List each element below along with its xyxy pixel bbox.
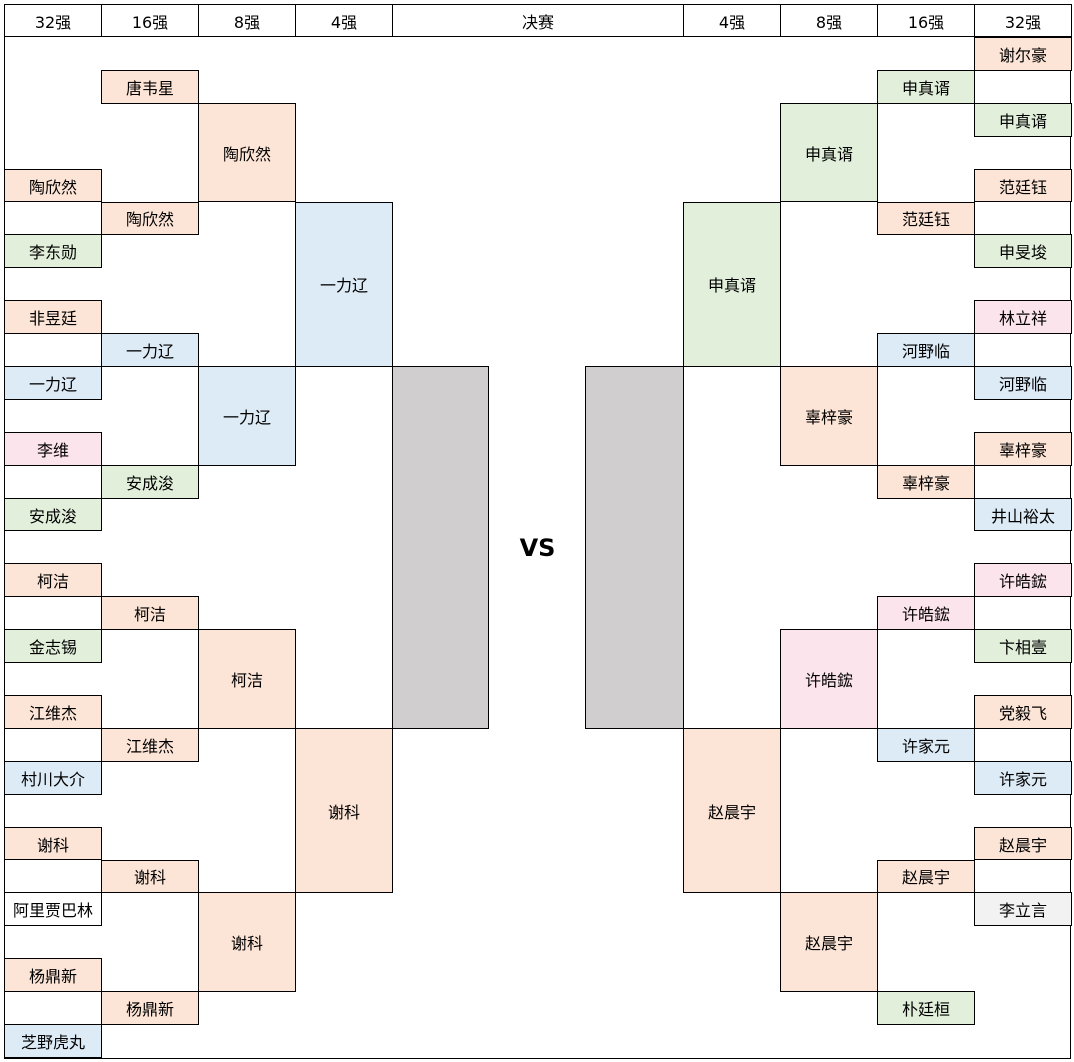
vs-label: VS bbox=[519, 533, 556, 562]
right-r32-player: 林立祥 bbox=[974, 300, 1072, 335]
left-r16-player: 柯洁 bbox=[101, 596, 199, 631]
right-r8-player: 申真谞 bbox=[780, 102, 878, 203]
round-header-6: 4强 bbox=[683, 4, 781, 37]
left-r32-player: 一力辽 bbox=[4, 366, 102, 400]
right-r16-player: 赵晨宇 bbox=[877, 859, 975, 894]
left-r4-player: 一力辽 bbox=[295, 201, 393, 367]
round-header-9: 32强 bbox=[974, 4, 1072, 37]
right-r4-player: 申真谞 bbox=[683, 201, 781, 367]
right-r16-player: 朴廷桓 bbox=[877, 991, 975, 1025]
right-r4-player: 赵晨宇 bbox=[683, 727, 781, 894]
left-r32-player: 杨鼎新 bbox=[4, 958, 102, 993]
left-r8-player: 柯洁 bbox=[198, 629, 296, 729]
final-right-slot bbox=[585, 366, 684, 729]
left-r16-player: 陶欣然 bbox=[101, 201, 199, 236]
left-r16-player: 安成浚 bbox=[101, 464, 199, 499]
left-r16-player: 谢科 bbox=[101, 859, 199, 894]
left-r16-player: 杨鼎新 bbox=[101, 991, 199, 1025]
right-r16-player: 许皓鋐 bbox=[877, 596, 975, 631]
left-r32-player: 江维杰 bbox=[4, 695, 102, 729]
left-r8-player: 陶欣然 bbox=[198, 102, 296, 203]
right-r16-player: 辜梓豪 bbox=[877, 464, 975, 499]
right-r32-player: 赵晨宇 bbox=[974, 826, 1072, 861]
right-r8-player: 赵晨宇 bbox=[780, 892, 878, 993]
right-r32-player: 卞相壹 bbox=[974, 629, 1072, 664]
right-r32-player: 辜梓豪 bbox=[974, 431, 1072, 466]
left-r8-player: 谢科 bbox=[198, 892, 296, 993]
left-r32-player: 非昱廷 bbox=[4, 300, 102, 335]
right-r32-player: 党毅飞 bbox=[974, 695, 1072, 729]
round-header-1: 32强 bbox=[4, 4, 102, 37]
left-r32-player: 李东勋 bbox=[4, 234, 102, 269]
left-r4-player: 谢科 bbox=[295, 727, 393, 894]
left-r8-player: 一力辽 bbox=[198, 366, 296, 466]
right-r16-player: 申真谞 bbox=[877, 69, 975, 104]
right-r32-player: 谢尔豪 bbox=[974, 37, 1072, 71]
left-r32-player: 芝野虎丸 bbox=[4, 1024, 102, 1058]
left-r32-player: 柯洁 bbox=[4, 563, 102, 598]
right-r32-player: 申真谞 bbox=[974, 102, 1072, 137]
right-r8-player: 许皓鋐 bbox=[780, 629, 878, 729]
right-r32-player: 井山裕太 bbox=[974, 497, 1072, 532]
final-left-slot bbox=[392, 366, 489, 729]
left-r32-player: 村川大介 bbox=[4, 760, 102, 795]
right-r32-player: 李立言 bbox=[974, 892, 1072, 927]
left-r16-player: 唐韦星 bbox=[101, 69, 199, 104]
bracket-frame bbox=[4, 4, 1071, 1059]
left-r32-player: 阿里贾巴林 bbox=[4, 892, 102, 927]
right-r32-player: 许家元 bbox=[974, 760, 1072, 795]
round-header-2: 16强 bbox=[101, 4, 199, 37]
left-r32-player: 陶欣然 bbox=[4, 168, 102, 203]
left-r32-player: 谢科 bbox=[4, 826, 102, 861]
left-r16-player: 江维杰 bbox=[101, 727, 199, 762]
right-r16-player: 许家元 bbox=[877, 727, 975, 762]
round-header-7: 8强 bbox=[780, 4, 878, 37]
left-r32-player: 金志锡 bbox=[4, 629, 102, 664]
round-header-5: 决赛 bbox=[392, 4, 684, 37]
right-r16-player: 河野临 bbox=[877, 333, 975, 367]
round-header-3: 8强 bbox=[198, 4, 296, 37]
left-r32-player: 李维 bbox=[4, 431, 102, 466]
right-r16-player: 范廷钰 bbox=[877, 201, 975, 236]
round-header-8: 16强 bbox=[877, 4, 975, 37]
round-header-4: 4强 bbox=[295, 4, 393, 37]
left-r32-player: 安成浚 bbox=[4, 497, 102, 532]
right-r32-player: 申旻埈 bbox=[974, 234, 1072, 269]
right-r32-player: 河野临 bbox=[974, 366, 1072, 400]
right-r32-player: 许皓鋐 bbox=[974, 563, 1072, 598]
left-r16-player: 一力辽 bbox=[101, 333, 199, 367]
right-r8-player: 辜梓豪 bbox=[780, 366, 878, 466]
right-r32-player: 范廷钰 bbox=[974, 168, 1072, 203]
